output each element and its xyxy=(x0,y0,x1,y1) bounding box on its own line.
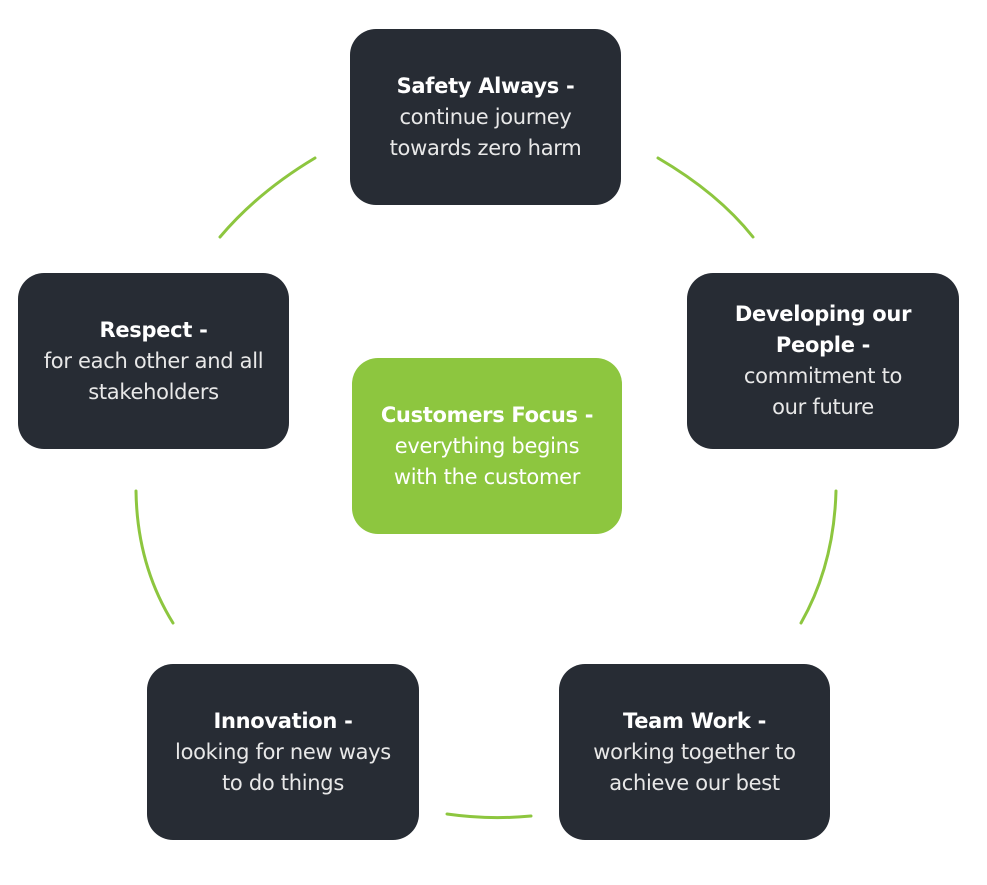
value-title: Safety Always - xyxy=(396,73,575,98)
arc-safety-to-developing xyxy=(656,156,755,239)
value-title: Innovation - xyxy=(213,708,353,733)
value-box-safety-always: Safety Always - continue journey towards… xyxy=(350,29,621,205)
value-title: Respect - xyxy=(99,317,208,342)
value-description: commitment to our future xyxy=(743,364,903,419)
value-title: Team Work - xyxy=(622,708,767,733)
value-description: for each other and all stakeholders xyxy=(43,348,264,404)
value-box-developing-people: Developing our People - commitment to ou… xyxy=(687,273,959,449)
value-box-respect: Respect - for each other and all stakeho… xyxy=(18,273,289,449)
value-title: Developing our People - xyxy=(734,302,912,357)
center-title: Customers Focus - xyxy=(380,402,594,427)
value-box-innovation: Innovation - looking for new ways to do … xyxy=(147,664,419,840)
center-description: everything begins with the customer xyxy=(393,433,581,489)
value-description: looking for new ways to do things xyxy=(175,739,391,795)
value-description: working together to achieve our best xyxy=(593,739,796,795)
arc-developing-to-teamwork xyxy=(799,489,838,625)
value-description: continue journey towards zero harm xyxy=(389,104,582,160)
arc-teamwork-to-innovation xyxy=(445,812,533,820)
value-box-team-work: Team Work - working together to achieve … xyxy=(559,664,830,840)
center-box-customers-focus: Customers Focus - everything begins with… xyxy=(352,358,622,534)
arc-respect-to-safety xyxy=(218,156,317,239)
arc-innovation-to-respect xyxy=(134,489,175,625)
